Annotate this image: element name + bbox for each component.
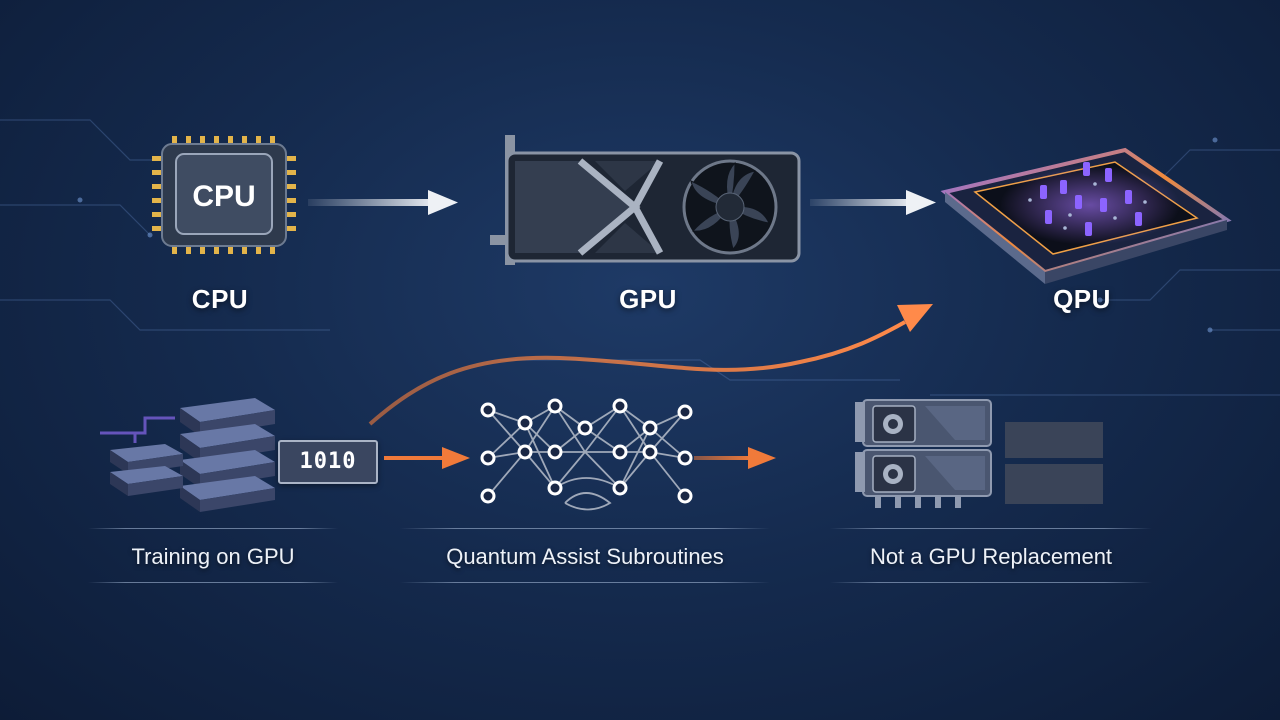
arrow-gpu-to-qpu [810,190,936,215]
binary-data-text: 1010 [299,449,357,474]
quantum-label: Quantum Assist Subroutines [446,544,724,569]
gpu-label: GPU [619,284,677,314]
cpu-label: CPU [191,284,249,314]
arrow-to-network [384,447,470,469]
divider-training-top [88,528,338,529]
neural-network-icon [480,398,693,511]
arrow-cpu-to-gpu [308,190,458,215]
cpu-chip-text: CPU [192,180,255,213]
replacement-label: Not a GPU Replacement [869,544,1113,569]
training-label: Training on GPU [131,544,295,569]
divider-quantum-top [400,528,770,529]
gpu-card-icon [490,135,801,265]
cpu-chip-icon: CPU [152,136,296,254]
gpu-cards-icon [855,399,1103,508]
divider-replacement-bottom [830,582,1152,583]
qpu-chip-icon [940,147,1232,284]
divider-quantum-bottom [400,582,770,583]
binary-data-box: 1010 [278,440,378,484]
qpu-label: QPU [1053,284,1111,314]
divider-replacement-top [830,528,1152,529]
server-stack-icon [100,398,275,512]
divider-training-bottom [88,582,338,583]
arrow-from-network [694,447,776,469]
